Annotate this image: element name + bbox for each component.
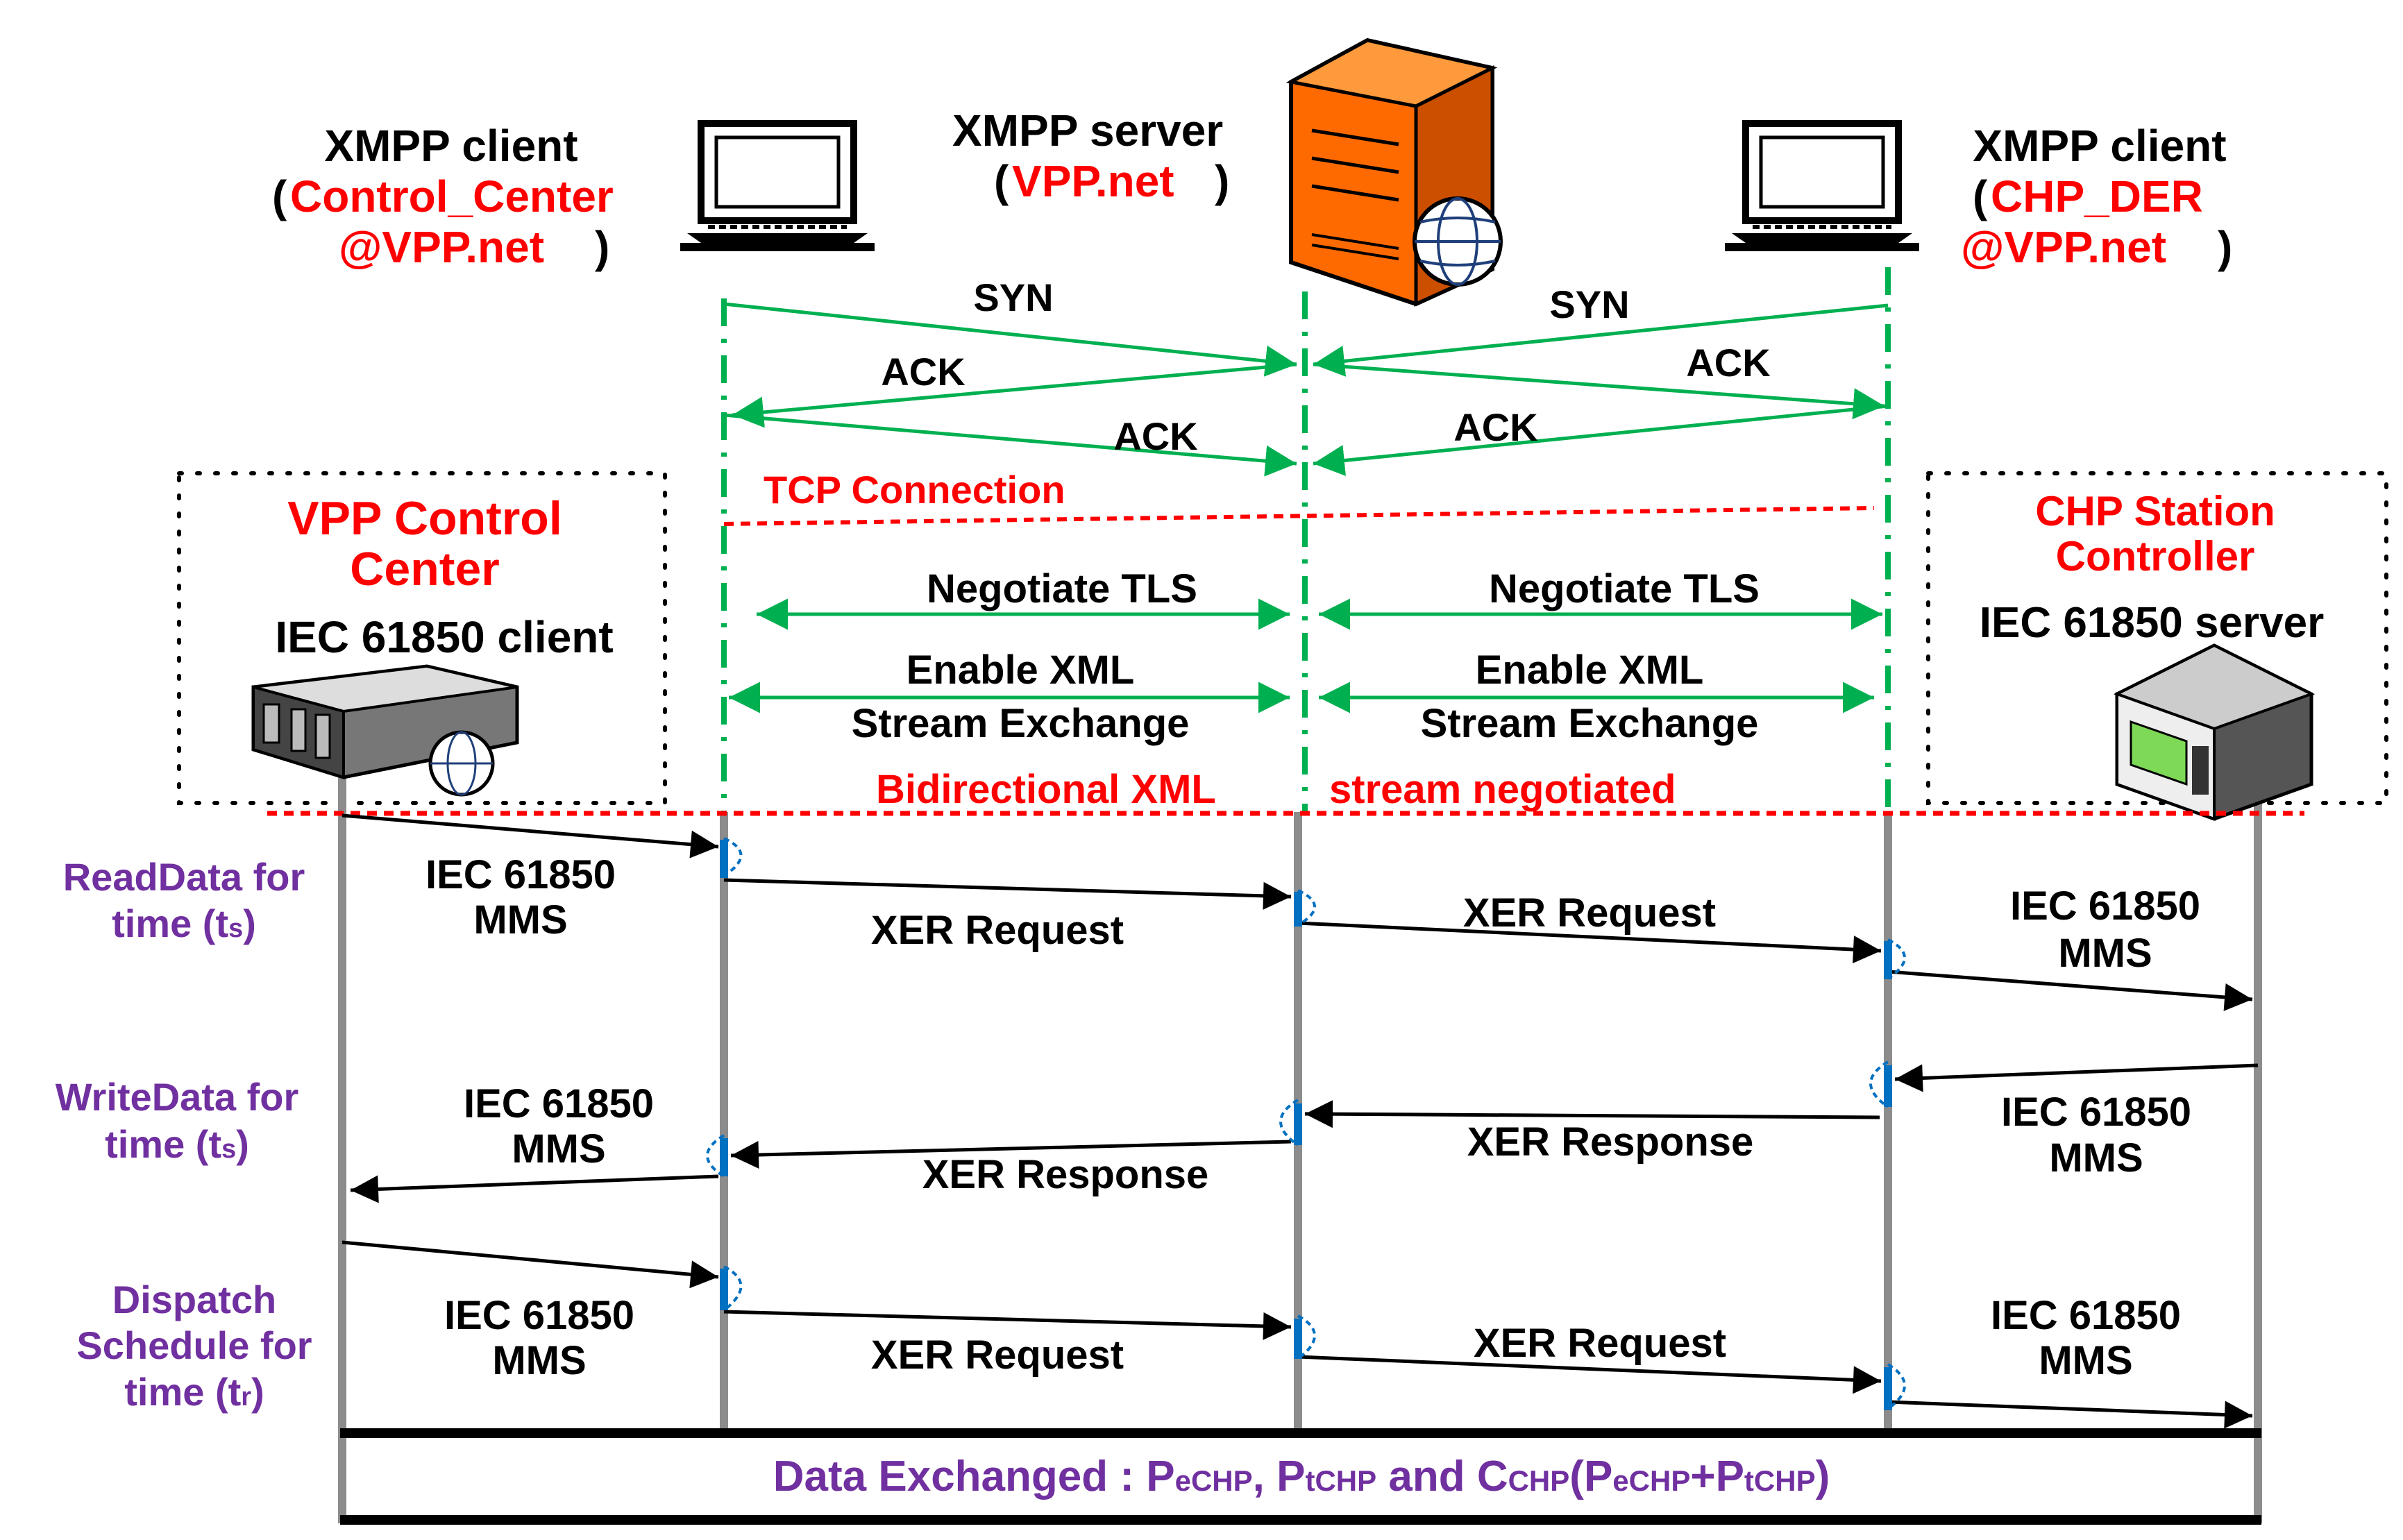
xml-right-line1: Enable XML [1476,648,1704,693]
arrow-ack2-left [723,413,1297,477]
arrow-ack2-right [1313,404,1889,476]
xml-right-line2: Stream Exchange [1421,701,1759,746]
arrow-ack1-left [732,362,1297,428]
vpp-box-title-line1: VPP Control [287,492,562,545]
writedata-right-mid-msg: XER Response [1467,1119,1754,1165]
client-right-close-paren: ) [2218,222,2232,272]
client-right-id-line1: CHP_DER [1991,171,2203,221]
client-right-id-line2: @VPP.net [1961,222,2166,272]
dispatch-label-line2: Schedule for [76,1323,312,1367]
rack-server-icon [251,664,519,797]
chp-station-controller-box [1926,471,2388,805]
readdata-right-mid-msg: XER Request [1463,890,1716,936]
phase-readdata-arrows [342,813,2253,1011]
laptop-icon [1725,120,1919,251]
dispatch-right-msg-line1: IEC 61850 [1991,1293,2181,1338]
writedata-left-msg-line1: IEC 61850 [464,1081,654,1126]
xml-left-line2: Stream Exchange [852,701,1190,746]
data-exchanged-label: Data Exchanged : PeCHP, PtCHP and CCHP(P… [773,1453,1830,1500]
server-open-paren: ( [994,156,1009,206]
xml-left-line1: Enable XML [907,648,1135,693]
arrow-ack1-right [1313,362,1885,420]
dispatch-label-line3: time (tr) [124,1370,264,1414]
vpp-box-title-line2: Center [350,543,499,595]
server-icon [1285,37,1503,307]
readdata-left-msg-line2: MMS [473,897,567,942]
tcp-handshake [723,302,1889,477]
syn-left-label: SYN [973,276,1053,319]
client-left-open-paren: ( [272,171,287,221]
server-title: XMPP server [952,105,1223,155]
writedata-left-msg-line2: MMS [512,1126,605,1171]
stream-negotiated-part2: stream negotiated [1329,767,1676,812]
arrow-syn-left [723,302,1297,377]
ack1-right-label: ACK [1686,341,1770,384]
phase-readdata-markers [720,837,1906,980]
dispatch-right-mid-msg: XER Request [1474,1321,1726,1366]
tcp-connection-label: TCP Connection [764,468,1065,511]
vpp-control-center-box [177,471,667,805]
client-right-open-paren: ( [1973,171,1988,221]
phase-writedata-arrows [350,1063,2259,1203]
writedata-right-msg-line2: MMS [2049,1135,2143,1181]
ack1-left-label: ACK [881,350,965,394]
syn-right-label: SYN [1549,282,1629,326]
tls-left-label: Negotiate TLS [927,566,1197,611]
ack2-right-label: ACK [1453,405,1537,449]
readdata-label-line2: time (ts) [112,902,256,945]
tcp-connection-line [723,506,1875,526]
arrow-syn-right [1313,303,1889,377]
server-close-paren: ) [1215,156,1229,206]
client-left-close-paren: ) [595,222,609,272]
ack2-left-label: ACK [1113,414,1197,458]
tls-right-label: Negotiate TLS [1489,566,1760,611]
server-id: VPP.net [1012,156,1174,206]
readdata-right-msg-line2: MMS [2058,931,2152,976]
writedata-mid-msg: XER Response [922,1152,1209,1197]
phase-dispatch-markers [720,1265,1906,1410]
client-left-title: XMPP client [324,121,577,171]
chp-box-title-line2: Controller [2056,533,2255,579]
vpp-box-role: IEC 61850 client [275,612,613,662]
client-left-id-line2: @VPP.net [339,222,544,272]
chp-box-title-line1: CHP Station [2035,488,2275,534]
phase-dispatch-arrows [342,1240,2253,1429]
writedata-right-msg-line1: IEC 61850 [2001,1090,2191,1135]
tls-arrows [729,598,1882,713]
dispatch-mid-msg: XER Request [871,1332,1124,1378]
dispatch-right-msg-line2: MMS [2039,1338,2132,1383]
readdata-label-line1: ReadData for [63,855,305,899]
controller-device-icon [2113,643,2316,821]
readdata-mid-msg: XER Request [871,908,1124,953]
phase-writedata-markers [706,1060,1892,1178]
client-left-id-line1: Control_Center [290,171,614,221]
dispatch-label-line1: Dispatch [112,1278,277,1321]
writedata-label-line1: WriteData for [56,1075,299,1119]
client-right-title: XMPP client [1973,121,2226,171]
dispatch-left-msg-line2: MMS [492,1338,586,1383]
chp-box-role: IEC 61850 server [1980,599,2324,647]
readdata-left-msg-line1: IEC 61850 [425,852,616,897]
stream-negotiated-part1: Bidirectional XML [876,767,1216,812]
laptop-icon [680,120,875,251]
writedata-label-line2: time (ts) [105,1122,249,1166]
readdata-right-msg-line1: IEC 61850 [2010,883,2200,929]
dispatch-left-msg-line1: IEC 61850 [444,1293,634,1338]
